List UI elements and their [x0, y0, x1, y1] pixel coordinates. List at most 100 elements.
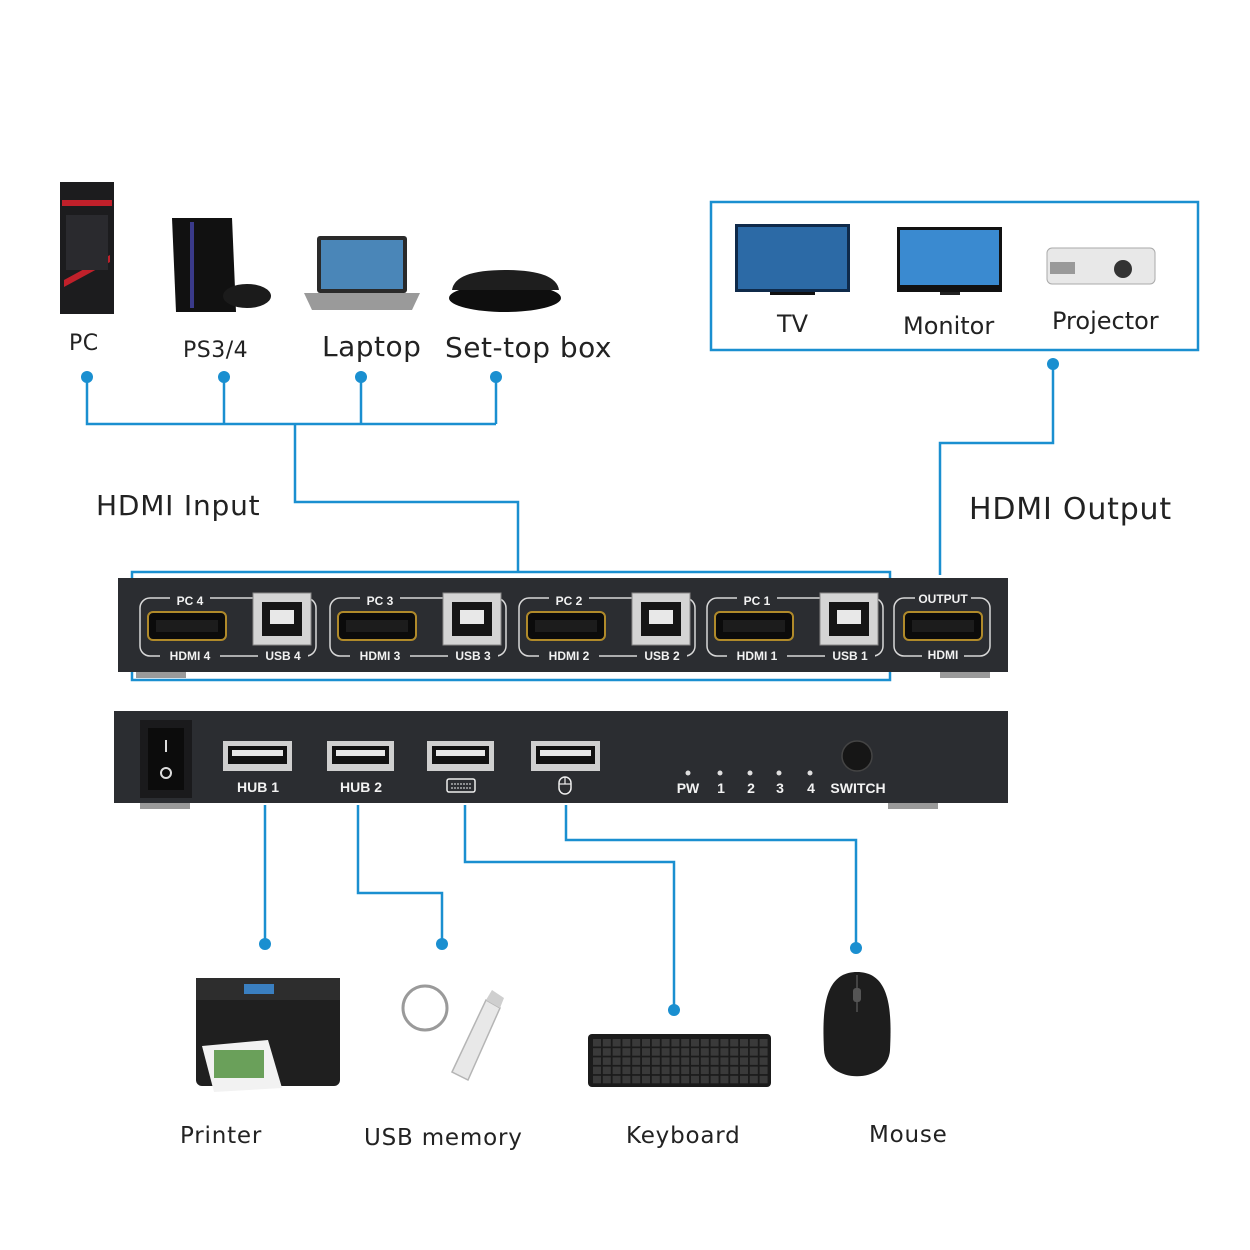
key [593, 1057, 601, 1065]
key [691, 1057, 699, 1065]
usb-label: USB 1 [832, 649, 868, 663]
key [642, 1039, 650, 1047]
key [602, 1039, 611, 1047]
key [661, 1066, 670, 1075]
connection-dots [81, 358, 1059, 1016]
key [632, 1039, 641, 1047]
key [651, 1048, 660, 1056]
input-label-pc: PC [69, 331, 99, 356]
key [749, 1039, 758, 1047]
power-switch[interactable] [140, 720, 192, 798]
key [632, 1066, 641, 1075]
switch-button[interactable] [841, 740, 873, 772]
monitor-icon [897, 227, 1002, 295]
key [612, 1075, 621, 1084]
hdmi-input-label: HDMI Input [96, 489, 261, 522]
key [632, 1048, 641, 1056]
key [642, 1057, 650, 1065]
key [671, 1066, 680, 1075]
output-label-tv: TV [777, 310, 809, 338]
key [651, 1066, 660, 1075]
key [700, 1066, 709, 1075]
key [691, 1075, 699, 1084]
key [612, 1057, 621, 1065]
key [661, 1057, 670, 1065]
key [730, 1039, 739, 1047]
input-label-settop: Set-top box [445, 331, 612, 364]
hdmi-label: HDMI 4 [170, 649, 211, 663]
key [740, 1066, 748, 1075]
printer-icon [196, 978, 340, 1092]
peripheral-label-printer: Printer [180, 1123, 263, 1149]
key [593, 1066, 601, 1075]
key [622, 1075, 631, 1084]
usb-label: USB 3 [455, 649, 491, 663]
key [602, 1075, 611, 1084]
key [710, 1075, 719, 1084]
key [749, 1057, 758, 1065]
key [691, 1048, 699, 1056]
key [681, 1057, 690, 1065]
peripheral-label-keyboard: Keyboard [626, 1123, 741, 1149]
key [681, 1075, 690, 1084]
hdmi-output-label: HDMI Output [969, 492, 1172, 527]
peripheral-label-mouse: Mouse [869, 1122, 948, 1148]
key [681, 1039, 690, 1047]
input-label-laptop: Laptop [322, 330, 422, 363]
key [710, 1039, 719, 1047]
key [700, 1057, 709, 1065]
key [720, 1039, 729, 1047]
key [671, 1039, 680, 1047]
output-bottom-label: HDMI [928, 648, 959, 662]
pc-label: PC 1 [744, 594, 771, 608]
hdmi-label: HDMI 2 [549, 649, 590, 663]
key [612, 1039, 621, 1047]
led-indicators [685, 770, 813, 776]
key [593, 1048, 601, 1056]
key [612, 1048, 621, 1056]
port-group-1: PC 1 HDMI 1 USB 1 [706, 592, 884, 663]
pc-label: PC 4 [177, 594, 204, 608]
led-label-1: 1 [717, 780, 725, 796]
mouse-icon [823, 972, 891, 1077]
key [700, 1039, 709, 1047]
key [632, 1075, 641, 1084]
usb-stick-icon [401, 984, 504, 1082]
key [720, 1075, 729, 1084]
key [700, 1075, 709, 1084]
hub1-usb-port[interactable] [223, 741, 292, 771]
keyboard-icon [588, 1034, 771, 1087]
key [749, 1066, 758, 1075]
hdmi-label: HDMI 1 [737, 649, 778, 663]
key [730, 1048, 739, 1056]
hub2-usb-port[interactable] [327, 741, 394, 771]
key [602, 1048, 611, 1056]
key [720, 1048, 729, 1056]
key [749, 1075, 758, 1084]
mouse-usb-port[interactable] [531, 741, 600, 771]
keyboard-usb-port[interactable] [427, 741, 494, 771]
key [759, 1048, 768, 1056]
output-label-projector: Projector [1052, 307, 1159, 335]
key [710, 1066, 719, 1075]
hub1-label: HUB 1 [237, 779, 279, 795]
key [759, 1057, 768, 1065]
led-label-4: 4 [807, 780, 815, 796]
switch-label: SWITCH [830, 780, 885, 796]
key [651, 1039, 660, 1047]
key [759, 1039, 768, 1047]
key [671, 1075, 680, 1084]
key [661, 1075, 670, 1084]
pc-label: PC 2 [556, 594, 583, 608]
keyboard-port-icon [446, 778, 476, 793]
key [700, 1048, 709, 1056]
key [622, 1039, 631, 1047]
key [593, 1075, 601, 1084]
key [740, 1057, 748, 1065]
hdmi-label: HDMI 3 [360, 649, 401, 663]
key [720, 1057, 729, 1065]
laptop-icon [304, 236, 420, 310]
